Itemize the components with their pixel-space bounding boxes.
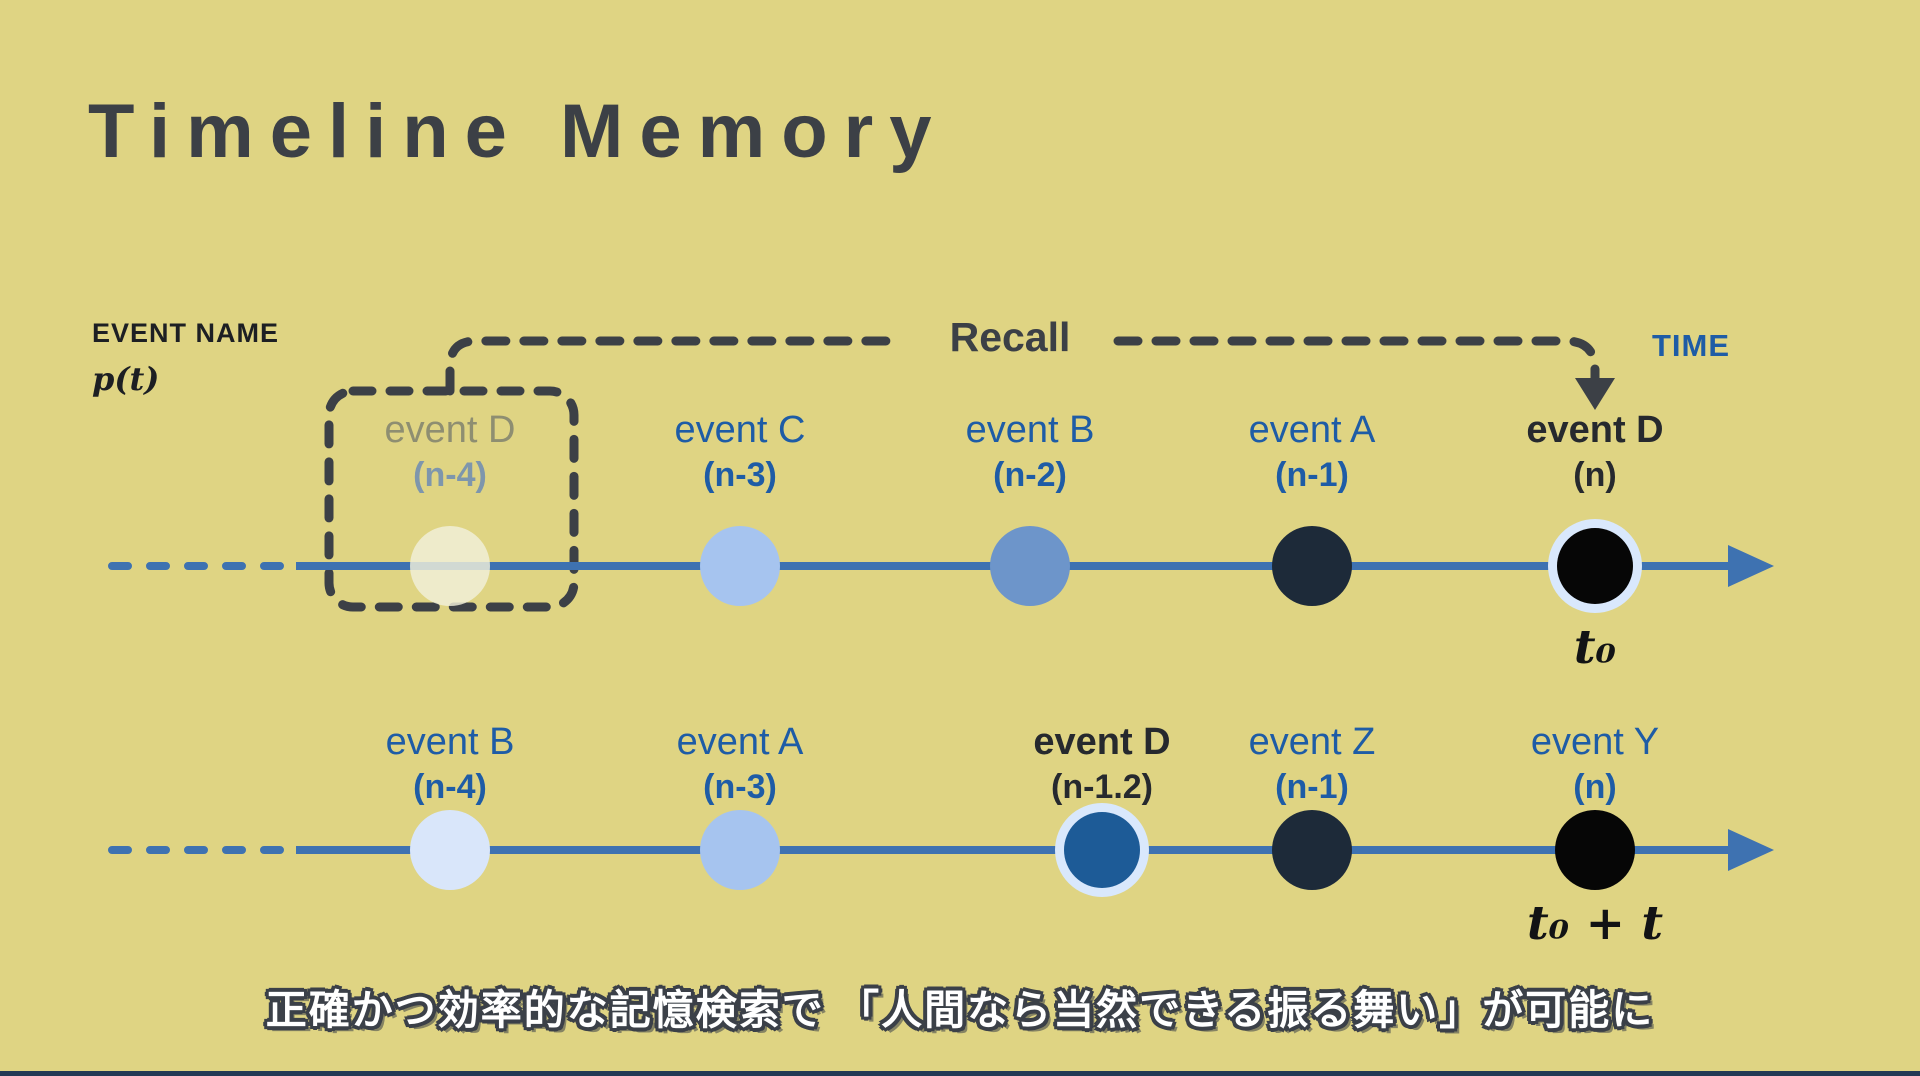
- event-circle: [1064, 812, 1140, 888]
- event-name: event Z: [1248, 721, 1376, 763]
- event-circle: [410, 810, 490, 890]
- timeline-later-event-label: event Y (n): [1435, 719, 1755, 809]
- event-index: (n-1): [1275, 456, 1349, 494]
- recall-connector-right: [1113, 336, 1600, 383]
- event-index: (n-4): [413, 768, 487, 806]
- timeline-later-axis: [108, 829, 1774, 871]
- event-circle: [1272, 526, 1352, 606]
- recalled-event-box: [324, 386, 579, 612]
- event-name: event D: [384, 409, 516, 451]
- timeline-now-event-label: event D (n): [1435, 407, 1755, 497]
- event-index: (n-3): [703, 456, 777, 494]
- timeline-later-event-label: event Z (n-1): [1152, 719, 1472, 809]
- event-index: (n-1): [1275, 768, 1349, 806]
- timeline-now-event-label: event B (n-2): [870, 407, 1190, 497]
- event-name: event A: [1248, 409, 1376, 451]
- timeline-later-arrowhead-icon: [1728, 829, 1774, 871]
- time-axis-label: TIME: [1652, 328, 1731, 363]
- event-name: event A: [676, 721, 804, 763]
- event-circle: [700, 810, 780, 890]
- event-index: (n): [1573, 456, 1617, 494]
- timeline-later-time-mark: t₀ + t: [1526, 896, 1664, 951]
- timeline-now-event-label: event D (n-4): [290, 407, 610, 497]
- timeline-now-event-label: event C (n-3): [580, 407, 900, 497]
- event-circle: [1555, 810, 1635, 890]
- timeline-now-arrowhead-icon: [1728, 545, 1774, 587]
- caption: 正確かつ効率的な記憶検索で 「人間なら当然できる振る舞い」が可能に: [265, 987, 1655, 1033]
- page-title: Timeline Memory: [88, 89, 948, 174]
- timeline-now-time-mark: t₀: [1573, 620, 1617, 675]
- event-circle: [990, 526, 1070, 606]
- event-circle: [410, 526, 490, 606]
- event-name: event D: [1526, 409, 1664, 451]
- event-circle: [700, 526, 780, 606]
- event-circles: [410, 519, 1642, 897]
- event-index: (n-4): [413, 456, 487, 494]
- recall-label: Recall: [949, 314, 1071, 360]
- recall-connector-left: [445, 336, 908, 396]
- timeline-later-event-label: event D (n-1.2): [942, 719, 1262, 809]
- event-index: (n-3): [703, 768, 777, 806]
- event-name-formula: p(t): [92, 360, 160, 398]
- event-name: event Y: [1530, 721, 1660, 763]
- timeline-later-event-label: event B (n-4): [290, 719, 610, 809]
- recall-arrowhead-icon: [1575, 378, 1615, 410]
- event-name: event B: [385, 721, 515, 763]
- event-name: event D: [1033, 721, 1171, 763]
- timeline-now-event-label: event A (n-1): [1152, 407, 1472, 497]
- event-circle: [1557, 528, 1633, 604]
- event-name-axis-label: EVENT NAME: [92, 318, 280, 348]
- event-index: (n-2): [993, 456, 1067, 494]
- event-name: event B: [965, 409, 1095, 451]
- event-circle: [1272, 810, 1352, 890]
- event-name: event C: [674, 409, 806, 451]
- event-index: (n): [1573, 768, 1617, 806]
- bottom-accent-bar: [0, 1071, 1920, 1076]
- timeline-later-event-label: event A (n-3): [580, 719, 900, 809]
- timeline-now-axis: [108, 545, 1774, 587]
- event-index: (n-1.2): [1051, 768, 1153, 806]
